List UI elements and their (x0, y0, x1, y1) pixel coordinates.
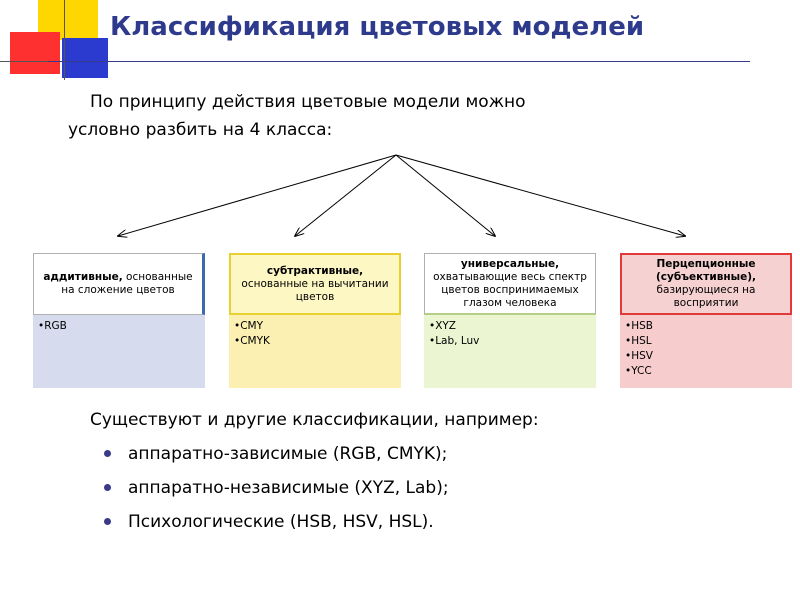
class-model-list: CMY CMYK (229, 315, 401, 388)
bullet-icon (104, 518, 111, 525)
class-box-additive: аддитивные, основанные на сложение цвето… (33, 253, 205, 388)
list-item-text: Психологические (HSB, HSV, HSL). (128, 512, 434, 532)
bullet-icon (104, 484, 111, 491)
class-name: субтрактивные, (266, 264, 364, 277)
deco-vertical-line (64, 0, 65, 80)
arrow-to-additive (118, 154, 397, 236)
list-item-text: аппаратно-независимые (XYZ, Lab); (128, 478, 449, 498)
list-item: CMYK (234, 334, 396, 349)
arrow-to-subtractive (295, 154, 397, 236)
class-box-subtractive: субтрактивные,основанные на вычитании цв… (229, 253, 401, 388)
class-heading: Перцепционные (субъективные),базирующиес… (620, 253, 792, 315)
intro-line-2: условно разбить на 4 класса: (68, 120, 333, 140)
deco-horizontal-line (0, 61, 48, 62)
list-item: аппаратно-зависимые (RGB, CMYK); (104, 437, 449, 471)
list-item: аппаратно-независимые (XYZ, Lab); (104, 471, 449, 505)
class-description: основанные на вычитании цветов (241, 277, 389, 303)
other-classifications-list: аппаратно-зависимые (RGB, CMYK); аппарат… (104, 437, 449, 539)
intro-text: По принципу действия цветовые модели мож… (68, 88, 750, 144)
list-item: Lab, Luv (429, 334, 591, 349)
list-item: HSL (625, 334, 787, 349)
list-item: HSV (625, 349, 787, 364)
list-item: RGB (38, 319, 200, 334)
list-item: CMY (234, 319, 396, 334)
class-model-list: RGB (33, 315, 205, 388)
arrow-to-perceptual (395, 154, 685, 236)
class-model-list: XYZ Lab, Luv (424, 315, 596, 388)
class-heading: аддитивные, основанные на сложение цвето… (33, 253, 205, 315)
class-box-perceptual: Перцепционные (субъективные),базирующиес… (620, 253, 792, 388)
class-description: базирующиеся на восприятии (656, 284, 756, 309)
bullet-icon (104, 450, 111, 457)
class-description: охватывающие весь спектр цветов восприни… (433, 270, 587, 309)
page-title: Классификация цветовых моделей (110, 12, 645, 42)
class-name: аддитивные, (43, 271, 123, 283)
class-heading: субтрактивные,основанные на вычитании цв… (229, 253, 401, 315)
class-description: основанные на сложение цветов (61, 271, 193, 296)
list-item-text: аппаратно-зависимые (RGB, CMYK); (128, 444, 448, 464)
list-item: YCC (625, 364, 787, 379)
arrow-to-universal (395, 154, 495, 236)
list-item: HSB (625, 319, 787, 334)
intro-line-1: По принципу действия цветовые модели мож… (90, 92, 526, 112)
class-name: Перцепционные (субъективные), (655, 258, 757, 283)
class-box-universal: универсальные,охватывающие весь спектр ц… (424, 253, 596, 388)
class-model-list: HSB HSL HSV YCC (620, 315, 792, 388)
deco-red-square (10, 32, 60, 74)
title-underline (48, 61, 750, 62)
class-heading: универсальные,охватывающие весь спектр ц… (424, 253, 596, 315)
list-item: Психологические (HSB, HSV, HSL). (104, 505, 449, 539)
other-classifications-heading: Существуют и другие классификации, напри… (90, 410, 539, 430)
class-name: универсальные, (460, 257, 560, 270)
list-item: XYZ (429, 319, 591, 334)
deco-blue-square (62, 38, 108, 78)
